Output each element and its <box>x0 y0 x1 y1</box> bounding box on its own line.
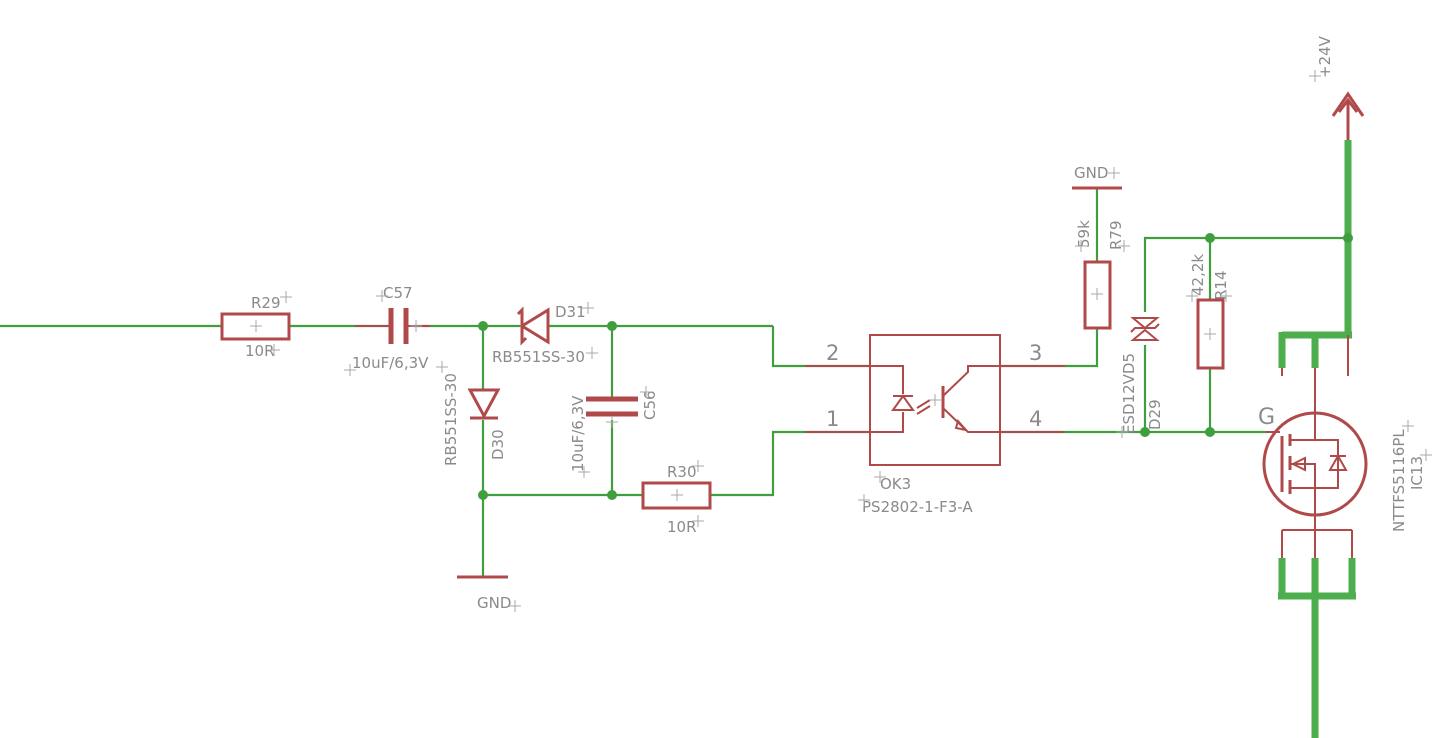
tvs-bar <box>1130 323 1160 333</box>
diode-triangle <box>519 307 550 345</box>
ic13-name: IC13 <box>1408 456 1426 490</box>
gate-label: G <box>1258 405 1275 430</box>
gnd-top-label: GND <box>1074 164 1108 182</box>
wire-ok3-pin3[interactable] <box>1000 328 1099 368</box>
ok3-name: OK3 <box>880 475 911 493</box>
optocoupler-body <box>869 334 1001 466</box>
led-light-arrow <box>916 399 931 409</box>
capacitor-c56[interactable]: C56 10uF/6,3V <box>569 390 659 472</box>
ok3-pin-1: 1 <box>826 407 839 431</box>
ok3-pin-4: 4 <box>1029 407 1042 431</box>
wires <box>0 188 1348 577</box>
junctions <box>478 233 1353 500</box>
led-wire <box>870 412 904 433</box>
d29-name: D29 <box>1146 399 1164 430</box>
r30-name: R30 <box>667 463 697 481</box>
r79-value: 59k <box>1075 220 1093 248</box>
vcc-label: +24V <box>1316 35 1334 78</box>
ground-symbol-top[interactable]: GND <box>1072 164 1122 190</box>
junction-dot <box>1343 233 1353 243</box>
resistor-r29[interactable]: R29 10R <box>220 294 291 360</box>
transistor-collector <box>942 365 1000 397</box>
diode-d31[interactable]: D31 RB551SS-30 <box>492 303 586 366</box>
d31-value: RB551SS-30 <box>492 348 585 366</box>
d30-name: D30 <box>489 429 507 460</box>
ic13-value: NTTFS5116PL <box>1390 429 1408 532</box>
resistor-body <box>220 312 291 341</box>
capacitor-c57[interactable]: C57 10uF/6,3V <box>352 284 430 372</box>
r79-name: R79 <box>1107 220 1125 250</box>
body-diode-wire <box>1315 439 1339 489</box>
led-light-arrow <box>916 405 931 415</box>
d31-name: D31 <box>555 303 586 321</box>
r29-name: R29 <box>251 294 281 312</box>
optocoupler-ok3[interactable]: 2 1 3 4 OK3 PS2802-1-F3-A <box>805 334 1065 516</box>
ground-symbol-bottom[interactable]: GND <box>457 575 511 612</box>
led-icon <box>891 394 915 411</box>
label-origin-marks <box>268 167 1432 612</box>
ok3-value: PS2802-1-F3-A <box>862 498 973 516</box>
r29-value: 10R <box>245 342 275 360</box>
resistor-r14[interactable]: 42,2k R14 <box>1189 254 1230 370</box>
resistor-body <box>1083 260 1112 330</box>
resistor-r79[interactable]: 59k R79 <box>1075 220 1125 330</box>
d30-value: RB551SS-30 <box>442 373 460 466</box>
body-connection <box>1290 463 1316 488</box>
body-diode-icon <box>1328 453 1348 471</box>
wire-top-rail[interactable] <box>1143 236 1348 312</box>
junction-dot <box>1205 427 1215 437</box>
c56-name: C56 <box>641 390 659 420</box>
tvs-triangle <box>1130 328 1160 341</box>
junction-dot <box>1205 233 1215 243</box>
resistor-body <box>1196 298 1225 370</box>
resistor-body <box>641 481 712 510</box>
d29-value: ESD12VD5 <box>1120 353 1138 434</box>
tvs-triangle <box>1130 317 1160 330</box>
power-bus <box>1278 140 1356 738</box>
diode-cathode-bar <box>516 306 528 346</box>
c57-name: C57 <box>383 284 413 302</box>
c57-value: 10uF/6,3V <box>352 354 429 372</box>
diode-d29[interactable]: ESD12VD5 D29 <box>1120 317 1164 434</box>
junction-dot <box>607 490 617 500</box>
c56-value: 10uF/6,3V <box>569 395 587 472</box>
supply-24v[interactable]: +24V <box>1309 35 1365 140</box>
emitter-arrow-icon <box>954 418 969 432</box>
led-wire <box>870 365 904 394</box>
transistor-emitter <box>942 407 1000 433</box>
resistor-r30[interactable]: R30 10R <box>641 463 712 536</box>
r14-value: 42,2k <box>1189 254 1207 296</box>
junction-dot <box>1140 427 1150 437</box>
supply-arrow-icon <box>1331 91 1365 117</box>
wire-ok3-pin2[interactable] <box>771 326 870 368</box>
ok3-pin-2: 2 <box>826 341 839 365</box>
mosfet-ic13[interactable]: G NTTFS5116PL IC13 <box>1258 335 1426 558</box>
diode-triangle <box>467 388 501 420</box>
channel-arrow-icon <box>1290 456 1306 472</box>
junction-dot <box>607 321 617 331</box>
diode-d30[interactable]: D30 RB551SS-30 <box>442 373 507 466</box>
wire-ok3-pin1[interactable] <box>710 430 870 497</box>
gnd-bottom-label: GND <box>477 594 511 612</box>
junction-dot <box>478 321 488 331</box>
ok3-pin-3: 3 <box>1029 341 1042 365</box>
r30-value: 10R <box>667 518 697 536</box>
junction-dot <box>478 490 488 500</box>
